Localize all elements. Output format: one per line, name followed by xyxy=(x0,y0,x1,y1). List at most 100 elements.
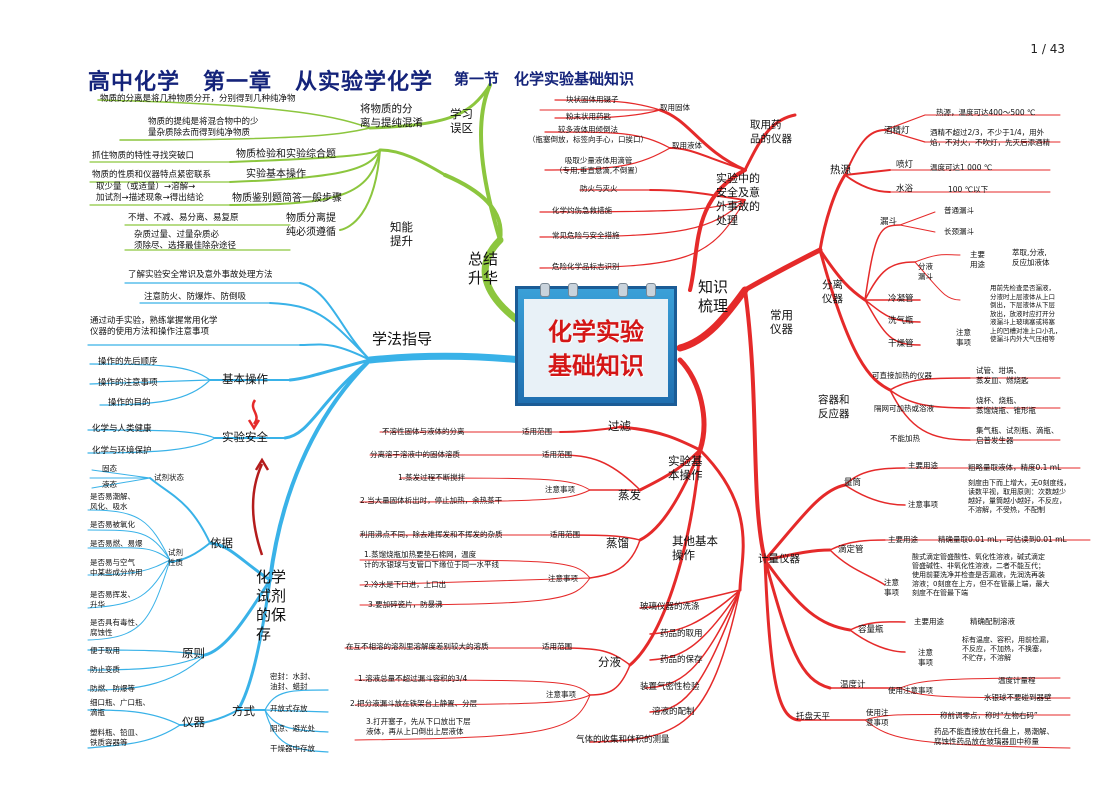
node-way: 方式 xyxy=(232,704,255,718)
leaf-deliquescence: 是否易潮解、 风化、吸水 xyxy=(90,492,135,511)
leaf-burette-notes: 酸式滴定管盛酸性、氧化性溶液，碱式滴定 管盛碱性、非氧化性溶液，二者不能互代； … xyxy=(912,553,1050,597)
leaf-dryer: 干燥器中存放 xyxy=(270,744,315,753)
node-take-instruments: 取用药 品的仪器 xyxy=(750,119,792,145)
leaf-drug-take: 药品的取用 xyxy=(660,629,703,639)
binder-ring xyxy=(568,283,578,297)
leaf-sep-scope: 在互不相溶的溶剂里溶解度差别较大的溶质 xyxy=(346,642,489,651)
label-cylinder-use: 主要用途 xyxy=(908,461,938,470)
node-lab-safety: 实验安全 xyxy=(222,430,268,444)
leaf-fire-prevent: 注意防火、防爆炸、防倒吸 xyxy=(144,292,247,302)
node-reagent-storage: 化学 试剂 的保 存 xyxy=(256,568,287,643)
node-separation-instruments: 分离 仪器 xyxy=(822,279,843,305)
leaf-bottles: 细口瓶、广口瓶、 滴瓶 xyxy=(90,698,150,717)
node-reagent-state: 试剂状态 xyxy=(154,473,184,482)
leaf-condenser: 冷凝管 xyxy=(888,294,914,304)
label-sep-notes: 注意事项 xyxy=(546,690,576,699)
label-balance-notes: 使用注 意事项 xyxy=(866,708,889,727)
leaf-drug-store: 药品的保存 xyxy=(660,655,703,665)
leaf-op-purpose: 操作的目的 xyxy=(108,398,151,408)
node-direct-heat: 可直接加热的仪器 xyxy=(872,371,932,380)
leaf-thermo-range: 温度计量程 xyxy=(998,676,1036,685)
branch-learning-mistakes: 学习 误区 xyxy=(450,107,473,135)
leaf-torch-temp: 温度可达1 000 ℃ xyxy=(930,163,993,172)
leaf-drying-tube: 干燥管 xyxy=(888,339,914,349)
leaf-cylinder-notes: 刻度由下而上增大，无0刻度线， 读数平视，取用原则：次数越少 越好，量筒越小越好… xyxy=(968,479,1071,514)
binder-ring xyxy=(540,283,550,297)
label-flask-use: 主要用途 xyxy=(914,617,944,626)
node-basic-operation: 实验基本操作 xyxy=(246,169,306,180)
label-evap-notes: 注意事项 xyxy=(545,485,575,494)
leaf-prevent-deterioration: 防止变质 xyxy=(90,665,120,674)
leaf-liquid: 液态 xyxy=(102,480,117,489)
node-reagent-props: 试剂 性质 xyxy=(168,548,183,567)
leaf-health: 化学与人类健康 xyxy=(92,424,152,434)
label-distill-scope: 适用范围 xyxy=(550,530,580,539)
leaf-fireproof: 防燃、防爆等 xyxy=(90,684,135,693)
leaf-plastic: 塑料瓶、铅皿、 铁质容器等 xyxy=(90,728,143,747)
leaf-burette-use: 精确量取0.01 mL，可估读到0.01 mL xyxy=(938,535,1067,544)
node-filtration: 过滤 xyxy=(608,419,631,433)
node-take-solid: 取用固体 xyxy=(660,103,690,112)
node-identification-steps: 物质鉴别题简答一般步骤 xyxy=(232,193,342,204)
leaf-danger: 常见危险与安全措施 xyxy=(552,231,620,240)
leaf-flask-notes: 标有温度、容积，用前检漏， 不反应，不加热，不换塞， 不贮存，不溶解 xyxy=(962,636,1053,662)
leaf-cylinder-use: 粗略量取液体，精度0.1 mL xyxy=(968,463,1062,472)
leaf-no-heat: 集气瓶、试剂瓶、滴瓶、 启普发生器 xyxy=(976,426,1059,445)
leaf-burn: 化学灼伤急救措施 xyxy=(552,206,612,215)
leaf-sfunnel-notes: 用前先检查是否漏液， 分液时上层液体从上口 倒出，下层液体从下层 放出，放液时应… xyxy=(990,284,1062,343)
leaf-op-notes: 操作的注意事项 xyxy=(98,378,158,388)
leaf-distill-note-2: 2.冷水是下口进，上口出 xyxy=(364,580,447,589)
leaf-evap-scope: 分离溶于溶液中的固体溶质 xyxy=(370,450,460,459)
leaf-cool-dark: 阴凉、避光处 xyxy=(270,724,315,733)
leaf-principle-2: 杂质过量、过量杂质必 须除尽、选择最佳除杂途径 xyxy=(134,230,237,251)
leaf-filter-scope: 不溶性固体与液体的分离 xyxy=(382,427,465,436)
leaf-flask-use: 精确配制溶液 xyxy=(970,617,1015,626)
page-title: 高中化学 第一章 从实验学化学 xyxy=(88,70,434,95)
leaf-plain-funnel: 普通漏斗 xyxy=(944,206,974,215)
label-burette-use: 主要用途 xyxy=(888,535,918,544)
leaf-air-react: 是否易与空气 中某些成分作用 xyxy=(90,558,143,577)
branch-knowledge: 知识 梳理 xyxy=(698,278,729,315)
leaf-airtight: 装置气密性检验 xyxy=(640,682,700,692)
label-cylinder-notes: 注意事项 xyxy=(908,500,938,509)
leaf-op-order: 操作的先后顺序 xyxy=(98,357,158,367)
leaf-direct-heat: 试管、坩埚、 蒸发皿、燃烧匙 xyxy=(976,366,1029,385)
label-filter-scope: 适用范围 xyxy=(522,427,552,436)
leaf-easy-take: 便于取用 xyxy=(90,646,120,655)
leaf-solid: 固态 xyxy=(102,464,117,473)
label-notes: 注意 事项 xyxy=(956,328,971,347)
leaf-environment: 化学与环境保护 xyxy=(92,446,152,456)
node-water-bath: 水浴 xyxy=(896,184,914,194)
leaf-sep-note-2: 2.把分液漏斗放在铁架台上静置、分层 xyxy=(350,699,478,708)
node-distillation: 蒸馏 xyxy=(606,536,629,550)
node-funnel: 漏斗 xyxy=(880,217,898,227)
leaf-long-funnel: 长颈漏斗 xyxy=(944,227,974,236)
leaf-hands-on: 通过动手实验，熟练掌握常用化学 仪器的使用方法和操作注意事项 xyxy=(90,316,218,337)
node-basic-lab-ops: 实验基 本操作 xyxy=(668,454,703,482)
leaf-distill-note-1: 1.蒸馏烧瓶加热要垫石棉网，温度 计的水银球与支管口下缘位于同一水平线 xyxy=(364,550,499,569)
leaf-distill-note-3: 3.要加碎瓷片，防暴沸 xyxy=(368,600,443,609)
leaf-tweezers: 块状固体用镊子 xyxy=(566,95,619,104)
node-separate-confuse: 将物质的分 离与提纯混淆 xyxy=(360,103,423,129)
node-vessels: 容器和 反应器 xyxy=(818,394,850,420)
leaf-thermo-bulb: 水银球不要碰到器壁 xyxy=(984,693,1052,702)
leaf-spoon: 粉末状用药匙 xyxy=(566,112,611,121)
label-thermo-notes: 使用注意事项 xyxy=(888,686,933,695)
label-burette-notes: 注意 事项 xyxy=(884,578,899,597)
node-principle: 原则 xyxy=(182,646,205,660)
leaf-seal: 密封：水封、 油封、蜡封 xyxy=(270,672,315,691)
node-cylinder: 量筒 xyxy=(844,478,862,488)
central-title-line1: 化学实验 xyxy=(548,318,644,346)
leaf-gas-wash: 洗气瓶 xyxy=(888,316,914,326)
leaf-gas-collect: 气体的收集和体积的测量 xyxy=(576,735,670,745)
node-common-instruments: 常用 仪器 xyxy=(770,308,793,336)
leaf-dropper: 吸取少量液体用滴管 （专用,垂直悬滴,不倒置） xyxy=(555,156,643,175)
label-sep-scope: 适用范围 xyxy=(542,642,572,651)
node-other-ops: 其他基本 操作 xyxy=(672,534,718,562)
leaf-purify-def: 物质的提纯是将混合物中的少 量杂质除去而得到纯净物质 xyxy=(148,117,259,138)
leaf-safety-knowledge: 了解实验安全常识及意外事故处理方法 xyxy=(128,270,273,280)
label-flask-notes: 注意 事项 xyxy=(918,648,933,667)
leaf-open: 开放式存放 xyxy=(270,704,308,713)
node-liquid-separation: 分液 xyxy=(598,655,621,669)
